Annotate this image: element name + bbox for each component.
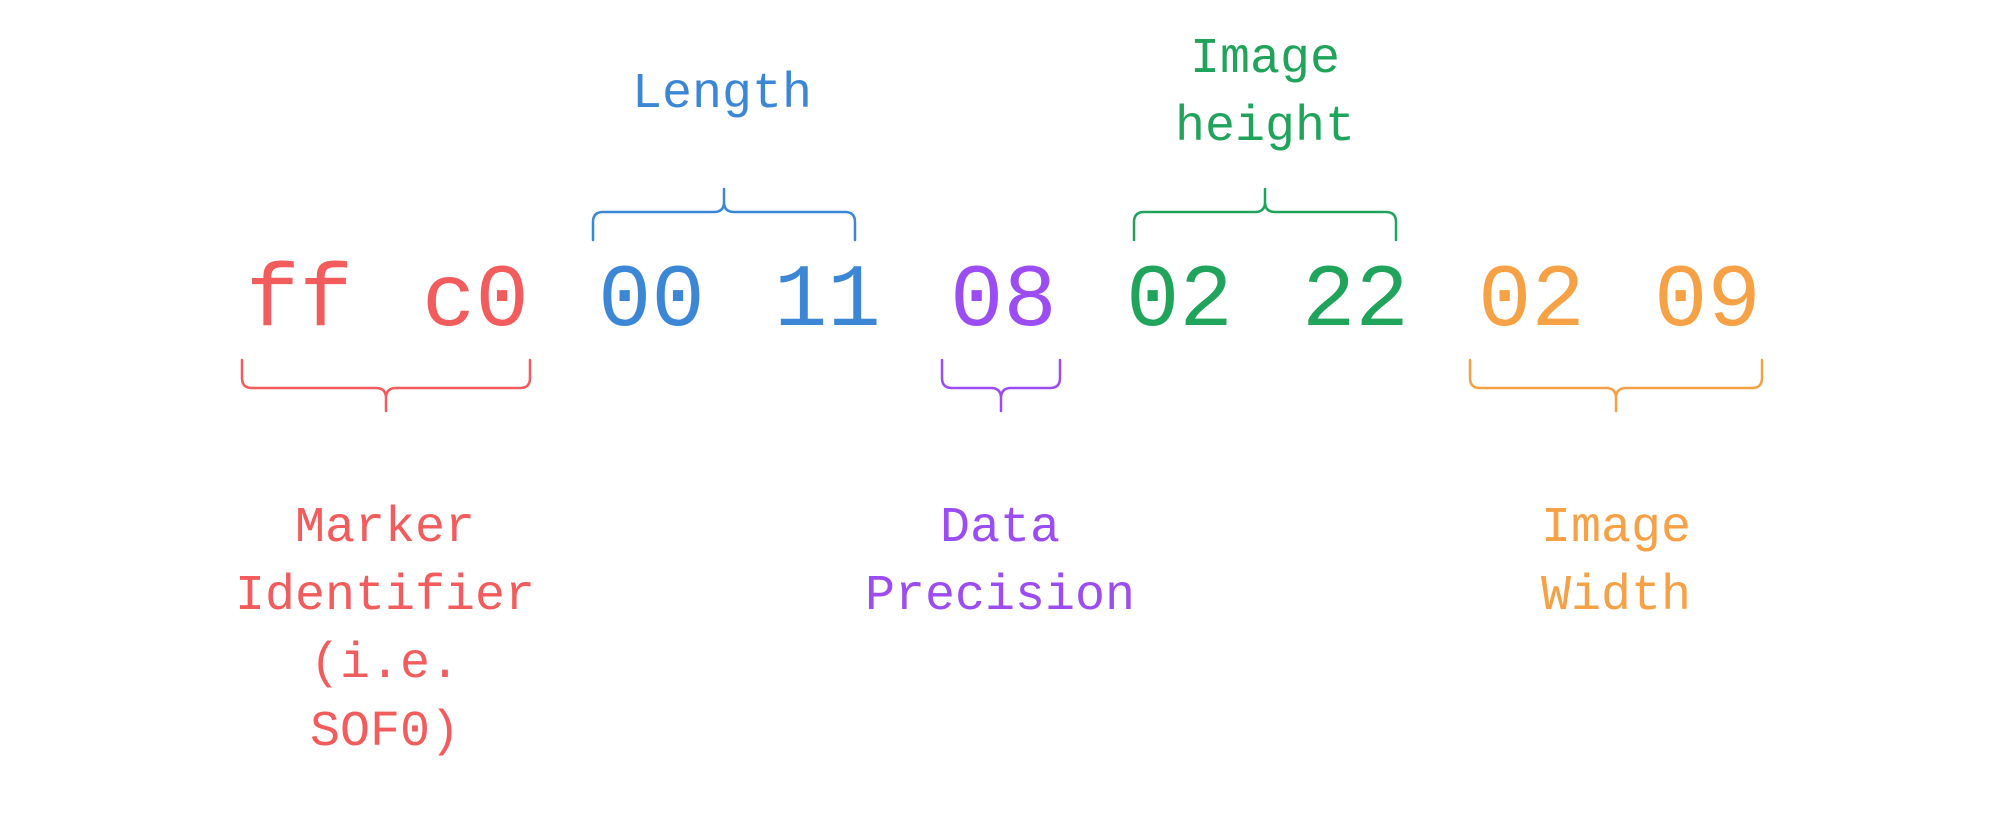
byte-ff: ff (246, 251, 353, 352)
width-brace (1468, 358, 1764, 413)
byte-02-width: 02 (1478, 251, 1585, 352)
byte-22: 22 (1302, 251, 1409, 352)
byte-02-height: 02 (1126, 251, 1233, 352)
precision-brace (940, 358, 1062, 413)
data-precision-label: Data Precision (864, 500, 1136, 625)
image-width-label: Image Width (1540, 500, 1692, 625)
marker-brace (240, 358, 532, 413)
height-brace (1132, 187, 1398, 242)
byte-09: 09 (1654, 251, 1761, 352)
marker-identifier-label: Marker Identifier (i.e. SOF0) (234, 500, 536, 761)
byte-08: 08 (950, 251, 1057, 352)
length-label: Length (631, 66, 813, 123)
byte-11: 11 (774, 251, 881, 352)
image-height-label: Image height (1174, 31, 1356, 156)
length-brace (591, 187, 857, 242)
byte-c0: c0 (422, 251, 529, 352)
byte-00: 00 (598, 251, 705, 352)
